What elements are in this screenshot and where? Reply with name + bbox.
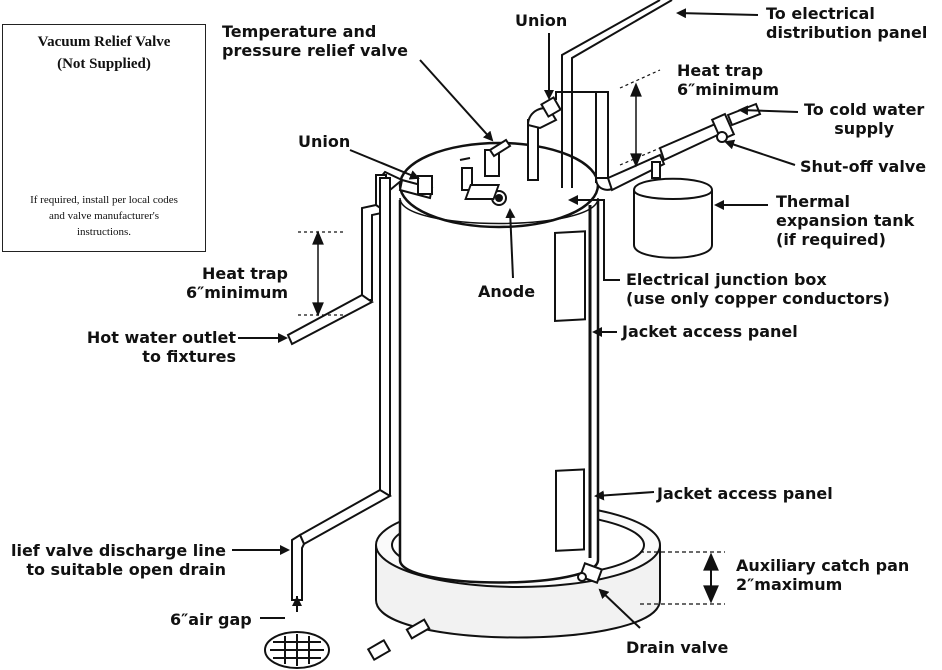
relief-discharge-line [291, 177, 392, 601]
drain-parts [366, 562, 604, 662]
label-hot-water-outlet: Hot water outlet to fixtures [86, 328, 236, 366]
label-union-left: Union [298, 132, 351, 151]
label-cold-water-supply: To cold water supply [804, 100, 925, 138]
label-heat-trap-right: Heat trap 6″minimum [677, 61, 780, 99]
inset-title-line2: (Not Supplied) [57, 56, 151, 72]
lower-jacket-panel [555, 468, 585, 552]
dimension-markers [296, 69, 725, 610]
label-electrical-junction-box: Electrical junction box (use only copper… [626, 270, 890, 308]
inset-note-line1: If required, install per local codes [30, 194, 178, 206]
label-relief-discharge-line: lief valve discharge line to suitable op… [10, 541, 226, 579]
leader-lines [232, 8, 799, 629]
label-auxiliary-catch-pan: Auxiliary catch pan 2″maximum [736, 556, 910, 594]
electrical-conduit [561, 0, 673, 188]
cold-water-piping [526, 91, 762, 192]
vacuum-relief-valve-inset: Vacuum Relief Valve (Not Supplied) If re… [2, 24, 206, 252]
label-drain-valve: Drain valve [626, 638, 729, 657]
label-air-gap: 6″air gap [170, 610, 252, 629]
inset-note-line2: and valve manufacturer's [48, 210, 160, 222]
label-jacket-access-panel-upper: Jacket access panel [622, 322, 798, 341]
upper-jacket-panel [554, 230, 586, 322]
inset-title-line1: Vacuum Relief Valve [37, 34, 171, 50]
label-heat-trap-left: Heat trap 6″minimum [185, 264, 288, 302]
label-to-electrical-panel: To electrical distribution panel [766, 4, 928, 42]
thermal-expansion-tank [633, 161, 713, 259]
label-jacket-access-panel-lower: Jacket access panel [657, 484, 833, 503]
label-tp-relief-valve: Temperature and pressure relief valve [222, 22, 409, 60]
tank-top-fittings [459, 138, 512, 206]
label-shutoff-valve: Shut-off valve [800, 157, 927, 176]
label-thermal-expansion-tank: Thermal expansion tank (if required) [776, 192, 915, 249]
label-anode: Anode [478, 282, 536, 301]
inset-note-line3: instructions. [76, 226, 132, 238]
floor-drain [264, 631, 330, 669]
label-union-top: Union [515, 11, 568, 30]
